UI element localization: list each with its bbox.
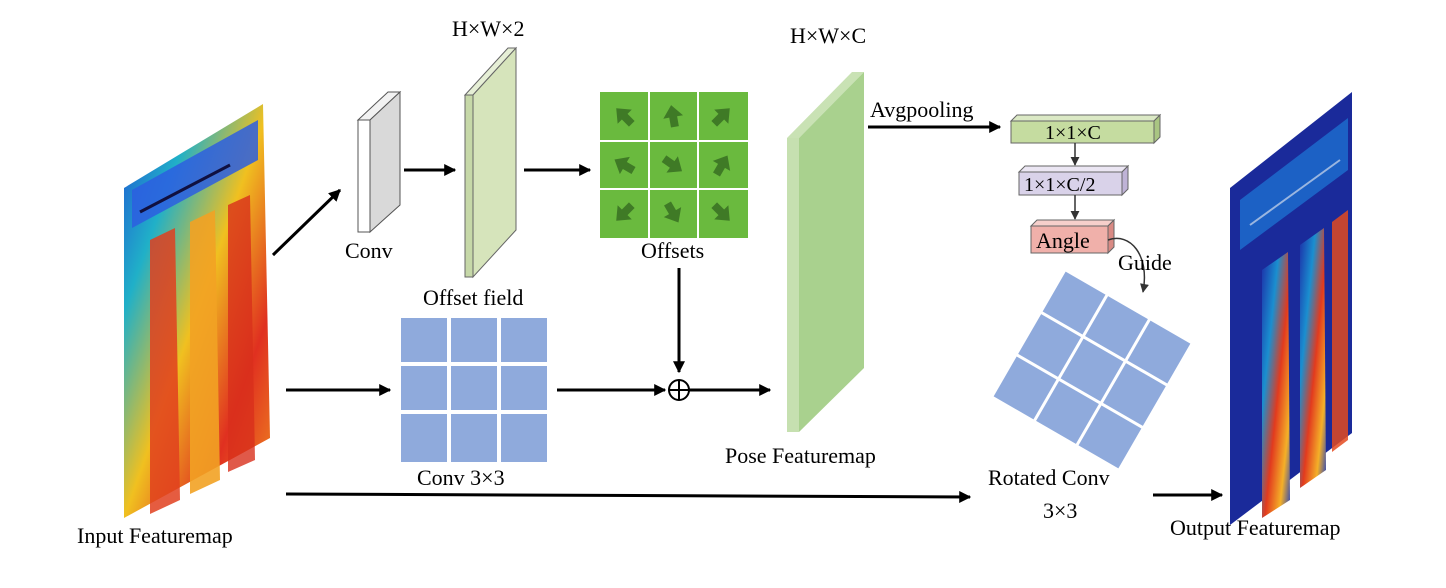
arrow-icon bbox=[616, 108, 635, 127]
rotated-conv-kernel bbox=[993, 271, 1191, 469]
arrow-icon bbox=[712, 155, 731, 177]
offsets-label: Offsets bbox=[641, 238, 704, 263]
conv3x3-kernel bbox=[401, 318, 547, 462]
arrow-icon bbox=[661, 155, 683, 173]
circle-plus-icon bbox=[668, 379, 690, 401]
conv-block bbox=[356, 90, 402, 234]
offsets-grid bbox=[600, 92, 748, 238]
pose-featuremap-slab bbox=[787, 72, 864, 432]
offset-field-dim-label: H×W×2 bbox=[452, 16, 524, 41]
avgpooling-label: Avgpooling bbox=[870, 97, 973, 122]
pose-dim-label: H×W×C bbox=[790, 23, 866, 48]
guide-arrow bbox=[1107, 237, 1149, 293]
box-1x1xC-label: 1×1×C bbox=[1045, 122, 1101, 144]
output-featuremap-image bbox=[1230, 92, 1352, 525]
arrow-icon bbox=[663, 105, 684, 128]
angle-box bbox=[1029, 218, 1116, 255]
output-featuremap-label: Output Featuremap bbox=[1170, 515, 1340, 540]
arrow-icon bbox=[711, 108, 730, 127]
pose-featuremap-label: Pose Featuremap bbox=[725, 443, 876, 468]
conv-label: Conv bbox=[345, 238, 393, 263]
box-1x1xC2 bbox=[1017, 164, 1130, 197]
arrow-icon bbox=[663, 201, 682, 223]
rotated-conv-label-line2: 3×3 bbox=[1043, 498, 1077, 523]
offset-field-slab bbox=[463, 46, 518, 279]
arrow-icon bbox=[711, 202, 730, 221]
arrow-input-to-rotated-conv bbox=[285, 490, 972, 503]
arrow-icon bbox=[614, 156, 636, 175]
box-1x1xC bbox=[1009, 113, 1162, 145]
input-featuremap-image bbox=[124, 104, 270, 518]
arrow-icon bbox=[616, 202, 635, 221]
angle-label: Angle bbox=[1036, 228, 1090, 253]
conv3x3-label: Conv 3×3 bbox=[417, 465, 505, 490]
box-1x1xC2-label: 1×1×C/2 bbox=[1024, 174, 1095, 196]
offset-field-label: Offset field bbox=[423, 285, 523, 310]
rotated-conv-label-line1: Rotated Conv bbox=[988, 465, 1110, 490]
guide-label: Guide bbox=[1118, 250, 1172, 275]
arrow-to-conv bbox=[271, 188, 342, 257]
input-featuremap-label: Input Featuremap bbox=[77, 523, 233, 548]
